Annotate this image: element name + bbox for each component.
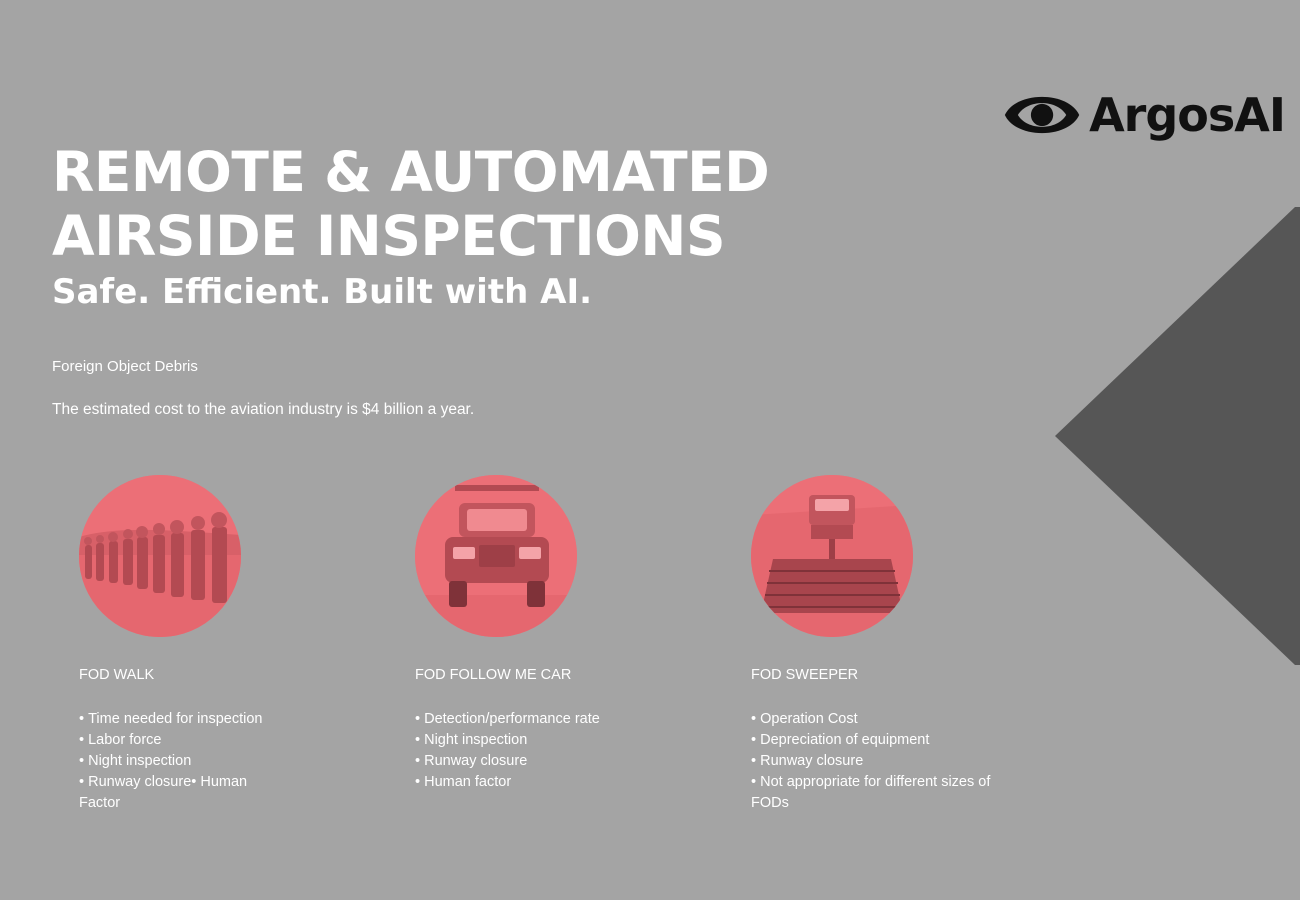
list-item: Runway closure — [415, 751, 685, 772]
card-title: FOD WALK — [79, 667, 155, 683]
list-item: Depreciation of equipment — [751, 730, 1003, 751]
list-item: Runway closure — [751, 751, 1003, 772]
card-follow-me-car: FOD FOLLOW ME CAR Detection/performance … — [415, 475, 685, 793]
list-item: Labor force — [79, 730, 331, 751]
list-item: Not appropriate for different sizes of F… — [751, 772, 1003, 814]
fod-sweeper-photo — [751, 475, 913, 637]
list-item: Time needed for inspection — [79, 709, 331, 730]
card-list: Operation Cost Depreciation of equipment… — [751, 709, 1021, 814]
follow-me-car-photo — [415, 475, 577, 637]
page-title: REMOTE & AUTOMATED AIRSIDE INSPECTIONS — [52, 140, 770, 268]
decorative-diamond — [1055, 207, 1300, 665]
card-fod-sweeper: FOD SWEEPER Operation Cost Depreciation … — [751, 475, 1021, 814]
card-title: FOD FOLLOW ME CAR — [415, 667, 572, 683]
list-item: Human factor — [415, 772, 685, 793]
eye-icon — [1004, 96, 1080, 134]
cost-statement: The estimated cost to the aviation indus… — [52, 401, 475, 418]
list-item: Operation Cost — [751, 709, 1003, 730]
fod-walk-photo — [79, 475, 241, 637]
brand-name: ArgosAI — [1089, 88, 1286, 142]
headline-line-2: AIRSIDE INSPECTIONS — [52, 204, 726, 268]
headline-line-1: REMOTE & AUTOMATED — [52, 140, 770, 204]
card-fod-walk: FOD WALK Time needed for inspection Labo… — [79, 475, 349, 814]
list-item: Night inspection — [415, 730, 685, 751]
list-item: Runway closure• Human Factor — [79, 772, 264, 814]
card-list: Time needed for inspection Labor force N… — [79, 709, 349, 814]
list-item: Detection/performance rate — [415, 709, 685, 730]
fod-label: Foreign Object Debris — [52, 358, 198, 375]
tagline: Safe. Efficient. Built with AI. — [52, 272, 593, 312]
list-item: Night inspection — [79, 751, 331, 772]
card-title: FOD SWEEPER — [751, 667, 859, 683]
card-list: Detection/performance rate Night inspect… — [415, 709, 685, 793]
brand-logo[interactable]: ArgosAI — [1003, 80, 1286, 150]
